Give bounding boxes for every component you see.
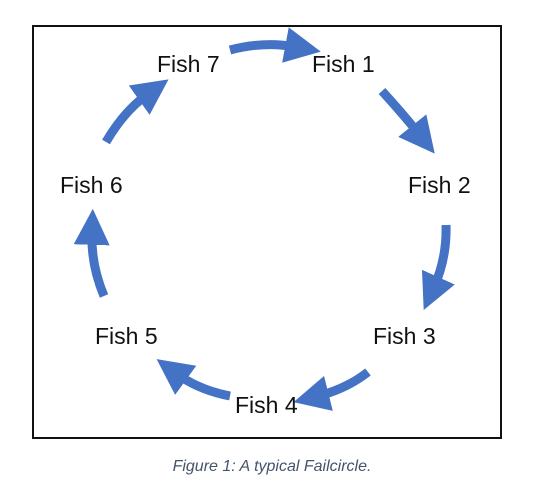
arrow-fish2-to-fish3 (421, 224, 455, 310)
diagram-frame (32, 25, 502, 439)
node-fish-7: Fish 7 (157, 51, 220, 77)
node-fish-4: Fish 4 (235, 392, 298, 418)
node-fish-2: Fish 2 (408, 172, 471, 198)
arrow-fish7-to-fish1 (228, 27, 321, 63)
arrow-fish4-to-fish5 (156, 359, 231, 401)
node-fish-5: Fish 5 (95, 323, 158, 349)
arrow-fish1-to-fish2 (378, 87, 435, 154)
node-fish-6: Fish 6 (60, 172, 123, 198)
figure-caption: Figure 1: A typical Failcircle. (172, 458, 372, 475)
arrow-fish6-to-fish7 (102, 79, 169, 145)
node-fish-3: Fish 3 (373, 323, 436, 349)
arrow-fish3-to-fish4 (293, 368, 371, 411)
arrow-fish5-to-fish6 (73, 208, 110, 298)
node-fish-1: Fish 1 (312, 51, 375, 77)
